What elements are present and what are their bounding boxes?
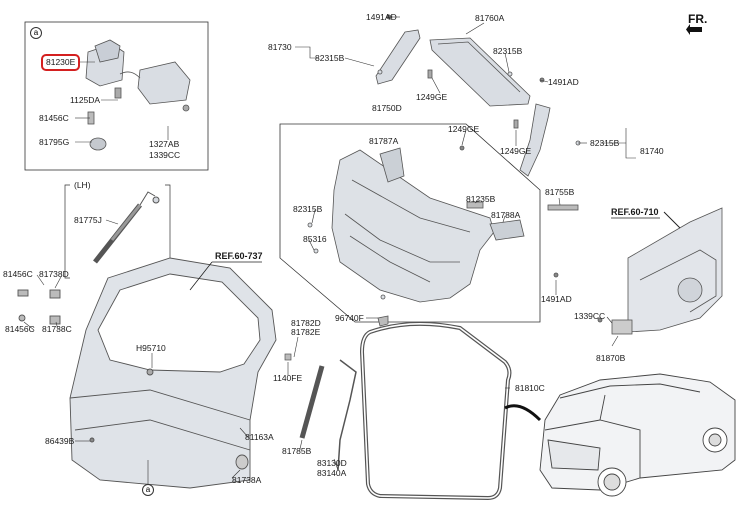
part-1140FE: 1140FE bbox=[273, 373, 303, 383]
lh-note: (LH) bbox=[74, 180, 91, 190]
part-81750D: 81750D bbox=[372, 103, 402, 113]
part-81785B: 81785B bbox=[282, 446, 312, 456]
part-1491AD-2: 1491AD bbox=[548, 77, 579, 87]
inset-marker: a bbox=[30, 27, 42, 39]
part-81738D: 81738D bbox=[39, 269, 69, 279]
part-81787A: 81787A bbox=[369, 136, 399, 146]
part-1339CC-b: 1339CC bbox=[574, 311, 606, 321]
part-1249GE-1: 1249GE bbox=[416, 92, 448, 102]
part-81795G: 81795G bbox=[39, 137, 70, 147]
part-82315B-1: 82315B bbox=[315, 53, 345, 63]
part-82315B-4: 82315B bbox=[293, 204, 323, 214]
part-1125DA: 1125DA bbox=[70, 95, 101, 105]
strut-harness-drawing bbox=[284, 353, 357, 471]
part-81788A: 81788A bbox=[491, 210, 521, 220]
part-81740: 81740 bbox=[640, 146, 664, 156]
car-pointer-arrow bbox=[504, 404, 542, 422]
part-81456C-a: 81456C bbox=[39, 113, 69, 123]
part-81235B: 81235B bbox=[466, 194, 496, 204]
part-81870B: 81870B bbox=[596, 353, 626, 363]
weatherstrip-highlight bbox=[361, 323, 511, 499]
part-81456C-c: 81456C bbox=[5, 324, 35, 334]
forward-direction-label: FR. bbox=[688, 12, 708, 26]
quarter-panel-drawing bbox=[597, 207, 723, 335]
part-82315B-2: 82315B bbox=[493, 46, 523, 56]
part-81230E-highlighted: 81230E bbox=[41, 54, 81, 71]
part-1327AB: 1327AB bbox=[149, 139, 180, 149]
part-81810C: 81810C bbox=[515, 383, 545, 393]
part-86439B: 86439B bbox=[45, 436, 75, 446]
ref-label-60-737: REF.60-737 bbox=[215, 251, 263, 261]
part-83130D: 83130D bbox=[317, 458, 347, 468]
part-82315B-3: 82315B bbox=[590, 138, 620, 148]
part-81738A: 81738A bbox=[232, 475, 262, 485]
part-81163A: 81163A bbox=[245, 432, 274, 442]
bottom-marker: a bbox=[142, 484, 154, 496]
part-81760A: 81760A bbox=[475, 13, 505, 23]
part-81782D: 81782D bbox=[291, 318, 321, 328]
gas-strut-drawing bbox=[93, 191, 160, 264]
part-1491AD-top: 1491AD bbox=[366, 12, 397, 22]
part-81738C: 81738C bbox=[42, 324, 72, 334]
ref-leader-1 bbox=[189, 261, 213, 291]
forward-arrow-icon bbox=[686, 24, 702, 35]
part-1339CC-a: 1339CC bbox=[149, 150, 181, 160]
inset-box bbox=[24, 21, 209, 171]
part-81755B: 81755B bbox=[545, 187, 575, 197]
part-1249GE-2: 1249GE bbox=[448, 124, 480, 134]
ref-pointer bbox=[663, 211, 681, 229]
latch-actuator-drawing bbox=[85, 39, 191, 151]
part-81782E: 81782E bbox=[291, 327, 321, 337]
lh-bracket bbox=[64, 184, 70, 279]
inner-panel-box bbox=[279, 123, 541, 323]
car-drawing bbox=[539, 373, 736, 497]
part-81775J: 81775J bbox=[74, 215, 102, 225]
tailgate-drawing bbox=[17, 257, 277, 489]
ref-label-60-710: REF.60-710 bbox=[611, 207, 659, 217]
part-81456C-b: 81456C bbox=[3, 269, 33, 279]
leader-lines bbox=[23, 16, 636, 486]
part-1491AD-3: 1491AD bbox=[541, 294, 572, 304]
weatherstrip-drawing bbox=[359, 321, 512, 501]
part-1249GE-3: 1249GE bbox=[500, 146, 532, 156]
part-H95710: H95710 bbox=[136, 343, 166, 353]
part-81730: 81730 bbox=[268, 42, 292, 52]
part-83140A: 83140A bbox=[317, 468, 347, 478]
part-85316: 85316 bbox=[303, 234, 327, 244]
spoiler-drawing bbox=[375, 14, 581, 177]
inner-trim-drawing bbox=[307, 145, 579, 327]
part-96740F: 96740F bbox=[335, 313, 364, 323]
